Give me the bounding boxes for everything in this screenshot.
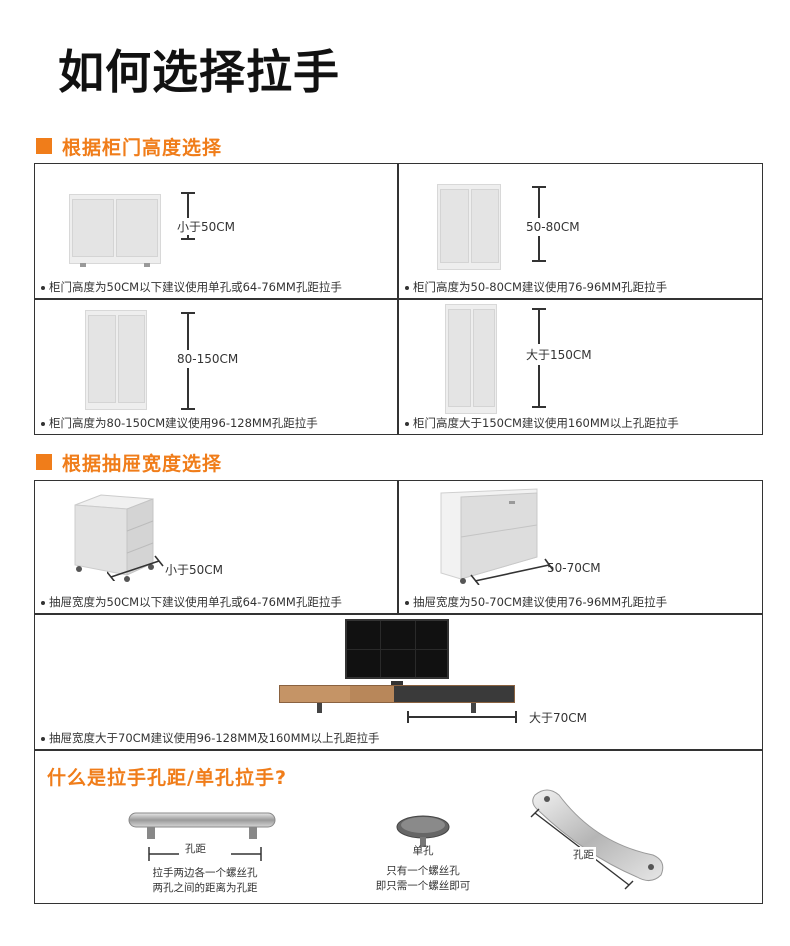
measure-label: 50-70CM (547, 561, 601, 575)
knob-desc-2: 即只需一个螺丝即可 (375, 880, 471, 892)
recommendation-caption: 抽屉宽度为50-70CM建议使用76-96MM孔距拉手 (405, 594, 667, 610)
drawer-width-option-1: 小于50CM 抽屉宽度为50CM以下建议使用单孔或64-76MM孔距拉手 (34, 480, 398, 614)
page-title: 如何选择拉手 (58, 45, 340, 99)
width-measure-icon (407, 711, 517, 723)
measure-label: 大于70CM (529, 711, 588, 725)
section-marker (36, 138, 52, 154)
section-title: 根据柜门高度选择 (62, 136, 223, 159)
single-hole-label: 单孔 (412, 845, 434, 857)
knob-image (396, 815, 450, 847)
curved-handle-image (530, 789, 664, 890)
width-measure-icon (107, 555, 164, 581)
section-title: 根据抽屉宽度选择 (62, 452, 223, 475)
measure-label: 大于150CM (526, 344, 592, 365)
bar-handle-desc-2: 两孔之间的距离为孔距 (152, 882, 258, 894)
door-height-option-2: 50-80CM 柜门高度为50-80CM建议使用76-96MM孔距拉手 (398, 163, 763, 299)
hole-spacing-measure-icon (148, 847, 262, 861)
bar-handle-desc-1: 拉手两边各一个螺丝孔 (152, 867, 258, 879)
drawer-cabinet-image (440, 488, 538, 584)
measure-label: 小于50CM (165, 563, 224, 577)
section-marker (36, 454, 52, 470)
door-height-option-3: 80-150CM 柜门高度为80-150CM建议使用96-128MM孔距拉手 (34, 299, 398, 435)
curved-hole-spacing-label: 孔距 (571, 847, 596, 862)
width-measure-icon (470, 558, 554, 585)
section-header-drawer-width: 根据抽屉宽度选择 (36, 449, 222, 475)
recommendation-caption: 柜门高度为80-150CM建议使用96-128MM孔距拉手 (41, 415, 318, 431)
section-header-door-height: 根据柜门高度选择 (36, 133, 222, 159)
measure-label: 80-150CM (177, 350, 239, 368)
explanation-title: 什么是拉手孔距/单孔拉手? (47, 767, 287, 789)
recommendation-caption: 柜门高度大于150CM建议使用160MM以上孔距拉手 (405, 415, 679, 431)
low-cabinet-image (69, 194, 161, 267)
hole-spacing-label: 孔距 (185, 843, 206, 855)
handle-explanation-panel: 什么是拉手孔距/单孔拉手? 孔距 拉手两边各一个螺丝孔 两孔之间的距离为孔距 单… (34, 750, 763, 904)
medium-cabinet-image (437, 184, 501, 270)
tv-image (345, 619, 449, 679)
height-measure-icon (181, 192, 195, 240)
tv-stand-image (279, 685, 515, 703)
recommendation-caption: 抽屉宽度大于70CM建议使用96-128MM及160MM以上孔距拉手 (41, 730, 379, 746)
drawer-width-option-2: 50-70CM 抽屉宽度为50-70CM建议使用76-96MM孔距拉手 (398, 480, 763, 614)
wardrobe-image (445, 304, 497, 414)
measure-label: 小于50CM (177, 218, 236, 235)
knob-desc-1: 只有一个螺丝孔 (386, 865, 460, 877)
recommendation-caption: 抽屉宽度为50CM以下建议使用单孔或64-76MM孔距拉手 (41, 594, 342, 610)
recommendation-caption: 柜门高度为50CM以下建议使用单孔或64-76MM孔距拉手 (41, 279, 342, 295)
recommendation-caption: 柜门高度为50-80CM建议使用76-96MM孔距拉手 (405, 279, 667, 295)
door-height-option-4: 大于150CM 柜门高度大于150CM建议使用160MM以上孔距拉手 (398, 299, 763, 435)
bar-handle-image (128, 812, 276, 839)
door-height-option-1: 小于50CM 柜门高度为50CM以下建议使用单孔或64-76MM孔距拉手 (34, 163, 398, 299)
tall-cabinet-image (85, 310, 147, 410)
drawer-width-option-3: 大于70CM 抽屉宽度大于70CM建议使用96-128MM及160MM以上孔距拉… (34, 614, 763, 750)
measure-label: 50-80CM (526, 218, 580, 236)
mobile-drawer-cabinet-image (74, 494, 154, 582)
